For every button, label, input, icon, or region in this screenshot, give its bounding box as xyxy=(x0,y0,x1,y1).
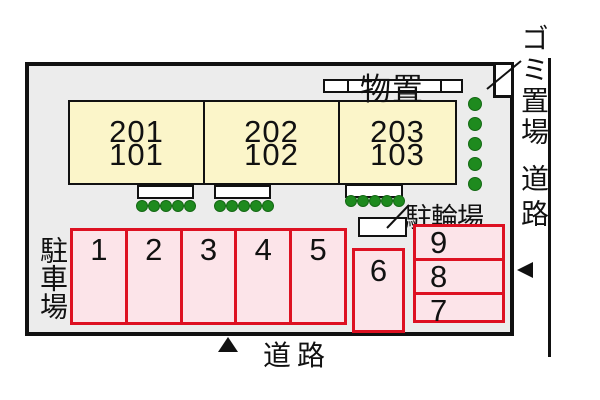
unit-upper-label: 203 xyxy=(370,113,425,149)
shrub-icon xyxy=(184,200,196,212)
parking-space-8: 8 xyxy=(416,261,502,295)
entrance-porch xyxy=(214,185,271,199)
shrub-icon xyxy=(148,200,160,212)
unit-lower-label: 103 xyxy=(370,136,425,172)
shrub-icon xyxy=(250,200,262,212)
road-edge-line xyxy=(548,58,551,357)
parking-row-1-5: 1 2 3 4 5 xyxy=(70,228,347,325)
building-unit-201-101: 201 101 xyxy=(70,102,205,183)
shrub-icon xyxy=(468,97,482,111)
unit-lower-label: 101 xyxy=(109,136,164,172)
shrub-icon xyxy=(468,177,482,191)
parking-column-7-9: 9 8 7 xyxy=(413,224,505,328)
shrub-icon xyxy=(262,200,274,212)
road-right-label: 道路 xyxy=(518,164,549,234)
entrance-porch xyxy=(137,185,194,199)
garbage-area-box xyxy=(493,62,514,98)
shrub-icon xyxy=(381,195,393,207)
storage-divider xyxy=(347,81,349,91)
bicycle-parking-area xyxy=(358,217,407,237)
parking-space-5: 5 xyxy=(309,232,327,267)
unit-upper-label: 202 xyxy=(244,113,299,149)
storage-label: 物置 xyxy=(360,72,424,107)
car-parking-label: 駐車場 xyxy=(37,236,68,320)
building-row: 201 101 202 102 203 103 xyxy=(68,100,457,185)
road-bottom-label: 道路 xyxy=(263,340,332,371)
parking-space-4: 4 xyxy=(237,231,293,322)
shrub-icon xyxy=(468,137,482,151)
shrub-icon xyxy=(345,195,357,207)
shrub-icon xyxy=(136,200,148,212)
parking-space-3: 3 xyxy=(183,231,238,322)
storage-shed xyxy=(323,79,463,93)
unit-lower-label: 102 xyxy=(244,136,299,172)
shrub-icon xyxy=(172,200,184,212)
entrance-marker-up-icon xyxy=(218,337,238,352)
shrub-icon xyxy=(226,200,238,212)
parking-space-2: 2 xyxy=(128,231,183,322)
shrub-icon xyxy=(357,195,369,207)
parking-space-7: 7 xyxy=(430,293,448,328)
parking-space-1: 1 xyxy=(73,231,128,322)
building-unit-202-102: 202 102 xyxy=(205,102,340,183)
shrub-icon xyxy=(393,195,405,207)
building-unit-203-103: 203 103 xyxy=(340,102,455,183)
shrub-icon xyxy=(468,157,482,171)
storage-divider xyxy=(440,81,442,91)
entrance-marker-left-icon xyxy=(517,262,533,278)
shrub-icon xyxy=(160,200,172,212)
parking-space-6: 6 xyxy=(352,248,405,333)
unit-upper-label: 201 xyxy=(109,113,164,149)
shrub-icon xyxy=(468,117,482,131)
garbage-area-label: ゴミ置場 xyxy=(518,24,549,148)
shrub-icon xyxy=(238,200,250,212)
shrub-icon xyxy=(214,200,226,212)
parking-space-9: 9 xyxy=(416,227,502,261)
shrub-icon xyxy=(369,195,381,207)
